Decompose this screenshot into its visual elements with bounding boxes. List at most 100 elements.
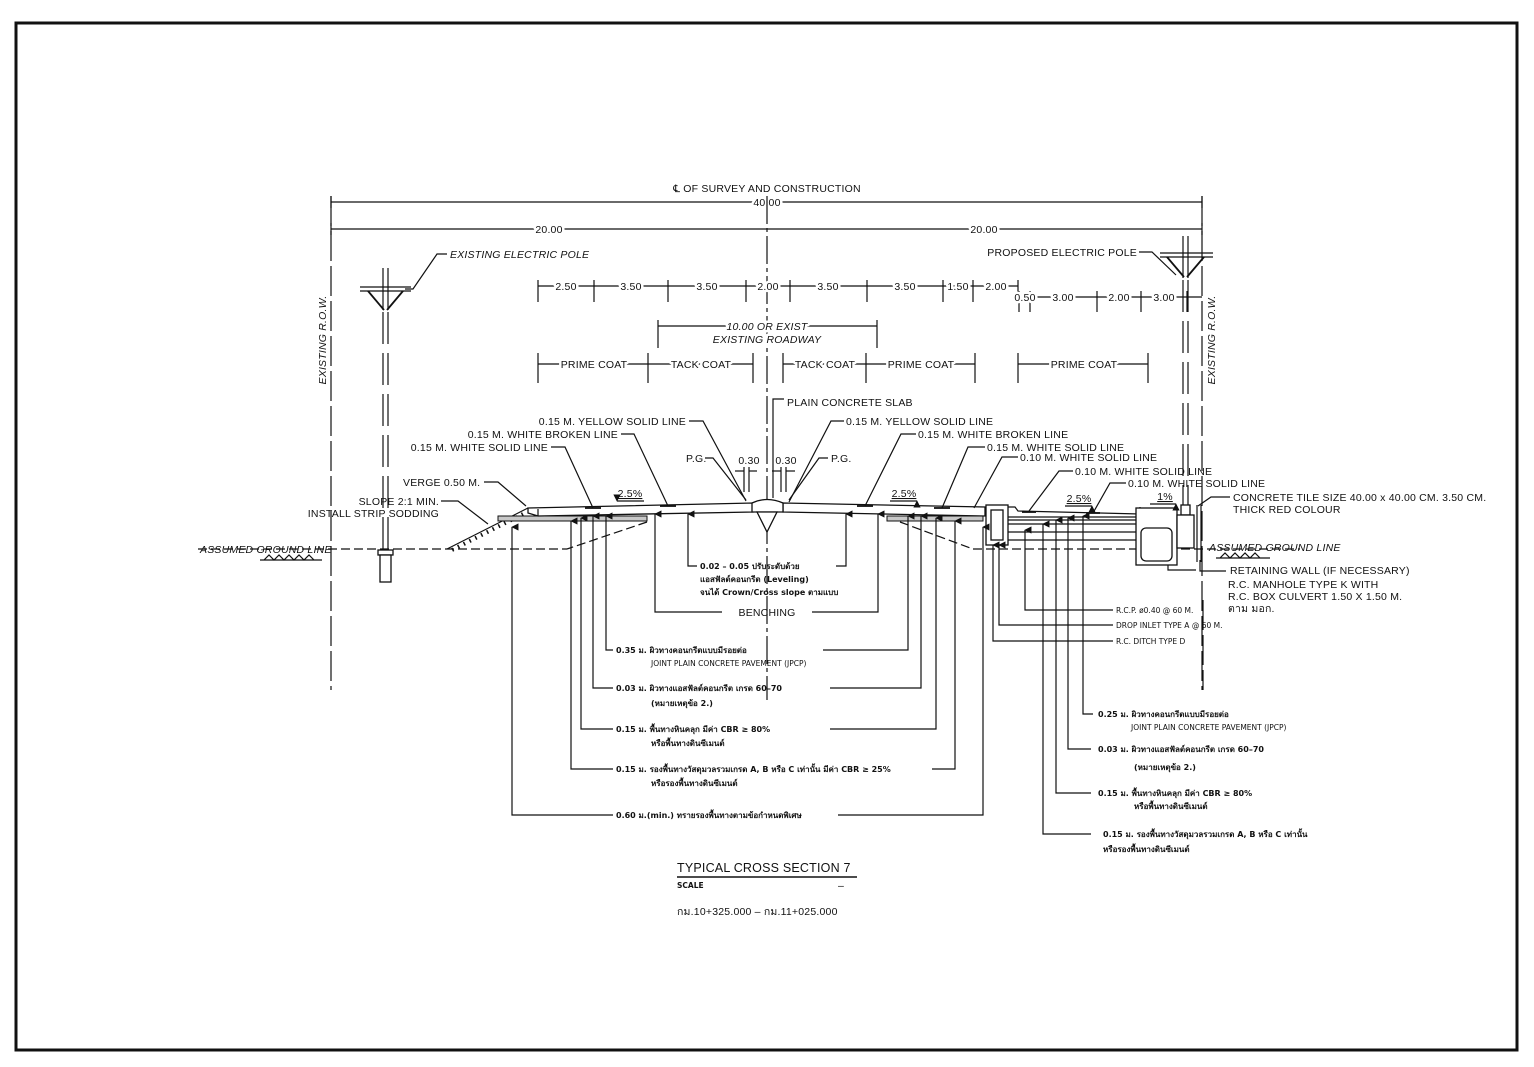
lane-dim-label: 3.50 bbox=[894, 281, 915, 293]
tile-leader bbox=[1197, 496, 1230, 507]
layer-leader bbox=[1042, 520, 1091, 835]
side-dim-label: 2.00 bbox=[1108, 292, 1129, 304]
marking-leader bbox=[551, 446, 594, 509]
cross-slope-label: 2.5% bbox=[618, 488, 643, 500]
layer-label: 0.35 ม. ผิวทางคอนกรีตแบบมีรอยต่อ bbox=[616, 645, 747, 655]
pavement-right bbox=[782, 502, 986, 517]
leveling-note: 0.02 – 0.05 ปรับระดับด้วย bbox=[700, 561, 800, 571]
pole-leader bbox=[405, 253, 447, 290]
benching-bracket bbox=[654, 510, 722, 613]
side-slope bbox=[446, 507, 529, 550]
pg-label-right: P.G. bbox=[831, 453, 851, 465]
marking-leader bbox=[621, 433, 669, 507]
lane-dim-label: 3.50 bbox=[817, 281, 838, 293]
pole-leader bbox=[1139, 251, 1177, 276]
benching-label: BENCHING bbox=[738, 607, 795, 619]
marking-label: 0.15 M. YELLOW SOLID LINE bbox=[846, 416, 993, 428]
half-width-right-label: 20.00 bbox=[970, 224, 997, 236]
concrete-tile-label: THICK RED COLOUR bbox=[1233, 504, 1341, 516]
ground-hatch-icon bbox=[260, 554, 322, 561]
ground-line-label-left: ASSUMED GROUND LINE bbox=[199, 544, 332, 556]
leveling-note: แอสฟัลต์คอนกรีต (Leveling) bbox=[700, 574, 809, 584]
ditch-leader bbox=[992, 541, 1113, 642]
proposed-electric-pole: PROPOSED ELECTRIC POLE bbox=[987, 236, 1213, 505]
pole-footing-cap bbox=[377, 549, 394, 556]
retaining-wall-label: RETAINING WALL (IF NECESSARY) bbox=[1230, 565, 1410, 577]
layer-leader bbox=[605, 512, 613, 651]
layer-label: 0.15 ม. พื้นทางหินคลุก มีค่า CBR ≥ 80% bbox=[616, 723, 770, 735]
layer-label: 0.15 ม. รองพื้นทางวัสดุมวลรวมเกรด A, B ห… bbox=[616, 763, 891, 775]
layer-leader bbox=[570, 517, 613, 770]
layer-label: 0.15 ม. พื้นทางหินคลุก มีค่า CBR ≥ 80% bbox=[1098, 787, 1252, 799]
subbase-band-right bbox=[886, 515, 984, 522]
pole-brace bbox=[367, 290, 385, 311]
lane-dim-label: 3.50 bbox=[620, 281, 641, 293]
row-label-left: EXISTING R.O.W. bbox=[317, 296, 329, 385]
ground-lines: ASSUMED GROUND LINE ASSUMED GROUND LINE bbox=[198, 542, 1341, 561]
rcp-leader bbox=[1024, 526, 1113, 611]
coat-label: PRIME COAT bbox=[1051, 359, 1118, 371]
layer-leader bbox=[1082, 512, 1093, 715]
manhole-label: R.C. MANHOLE TYPE K WITH bbox=[1228, 579, 1378, 591]
verge-leader bbox=[484, 481, 527, 507]
layer-leader bbox=[830, 512, 928, 689]
box-culvert-opening bbox=[1140, 527, 1173, 562]
lane-dim-label: 1.50 bbox=[947, 281, 968, 293]
half-width-left-label: 20.00 bbox=[535, 224, 562, 236]
right-structure-callouts: CONCRETE TILE SIZE 40.00 x 40.00 CM. 3.5… bbox=[992, 492, 1486, 690]
drainage-label: R.C. DITCH TYPE D bbox=[1116, 637, 1186, 646]
pg-leader bbox=[788, 457, 828, 501]
plain-concrete-slab-label: PLAIN CONCRETE SLAB bbox=[787, 397, 913, 409]
offset-label-left: 0.30 bbox=[738, 455, 759, 467]
marking-leader bbox=[788, 420, 844, 503]
leveling-benching: 0.02 – 0.05 ปรับระดับด้วย แอสฟัลต์คอนกรี… bbox=[654, 510, 885, 619]
benching-dashed-line bbox=[566, 521, 648, 550]
lane-dimensions: 2.50 3.50 3.50 2.00 3.50 3.50 1.50 2.00 … bbox=[537, 279, 1202, 312]
leveling-bracket bbox=[687, 510, 697, 567]
centerline-title: ℄ OF SURVEY AND CONSTRUCTION bbox=[672, 183, 861, 195]
coat-label: PRIME COAT bbox=[561, 359, 628, 371]
side-dim-label: 3.00 bbox=[1153, 292, 1174, 304]
layer-label: หรือรองพื้นทางดินซีเมนต์ bbox=[651, 777, 738, 788]
center-slab-keel bbox=[755, 511, 779, 534]
layer-label: (หมายเหตุข้อ 2.) bbox=[651, 698, 713, 709]
layer-leader bbox=[830, 514, 943, 730]
left-marking-callouts: 0.15 M. YELLOW SOLID LINE 0.15 M. WHITE … bbox=[308, 416, 851, 525]
drainage-label: DROP INLET TYPE A @ 60 M. bbox=[1116, 621, 1223, 630]
layer-leader bbox=[1067, 514, 1091, 750]
pavement-left bbox=[527, 502, 754, 517]
section-title: TYPICAL CROSS SECTION 7 bbox=[677, 861, 851, 875]
coat-label: PRIME COAT bbox=[888, 359, 955, 371]
scale-label: SCALE bbox=[677, 881, 704, 890]
pg-label-left: P.G. bbox=[686, 453, 706, 465]
row-label-right: EXISTING R.O.W. bbox=[1206, 296, 1218, 385]
marking-leader bbox=[941, 446, 985, 509]
layer-leader bbox=[838, 523, 990, 816]
ground-line-label-right: ASSUMED GROUND LINE bbox=[1208, 542, 1341, 554]
existing-roadway-dimension: 10.00 OR EXIST EXISTING ROADWAY bbox=[657, 319, 878, 349]
layer-leader bbox=[1055, 516, 1091, 794]
cross-slope-label: 2.5% bbox=[1067, 493, 1092, 505]
rc-ditch-inner bbox=[990, 509, 1004, 541]
station-range: กม.10+325.000 – กม.11+025.000 bbox=[677, 906, 838, 918]
marking-leader bbox=[689, 420, 747, 502]
layer-leader bbox=[580, 514, 613, 730]
lane-dim-label: 2.50 bbox=[555, 281, 576, 293]
marking-label: 0.10 M. WHITE SOLID LINE bbox=[1020, 452, 1157, 464]
marking-label: 0.15 M. WHITE SOLID LINE bbox=[987, 442, 1124, 454]
marking-label: 0.10 M. WHITE SOLID LINE bbox=[1128, 478, 1265, 490]
cross-slope-annotations: 2.5% 2.5% 2.5% 1% bbox=[613, 488, 1180, 513]
drop-inlet-leader bbox=[998, 541, 1113, 626]
layer-label: 0.03 ม. ผิวทางแอสฟัลต์คอนกรีต เกรด 60–70 bbox=[1098, 744, 1264, 754]
right-layer-callouts: 0.25 ม. ผิวทางคอนกรีตแบบมีรอยต่อ JOINT P… bbox=[1042, 512, 1308, 854]
sodding-label: INSTALL STRIP SODDING bbox=[308, 508, 439, 520]
cross-slope-label: 2.5% bbox=[892, 488, 917, 500]
proposed-pole-label: PROPOSED ELECTRIC POLE bbox=[987, 247, 1137, 259]
marking-label: 0.15 M. YELLOW SOLID LINE bbox=[539, 416, 686, 428]
layer-label: JOINT PLAIN CONCRETE PAVEMENT (JPCP) bbox=[650, 659, 807, 668]
reference-lines: EXISTING R.O.W. EXISTING R.O.W. bbox=[317, 196, 1218, 700]
slope-label: SLOPE 2:1 MIN. bbox=[359, 496, 439, 508]
coat-dimensions: PRIME COAT TACK COAT TACK COAT PRIME COA… bbox=[537, 353, 1149, 383]
marking-leader bbox=[1092, 482, 1126, 514]
scale-value: – bbox=[838, 880, 844, 892]
